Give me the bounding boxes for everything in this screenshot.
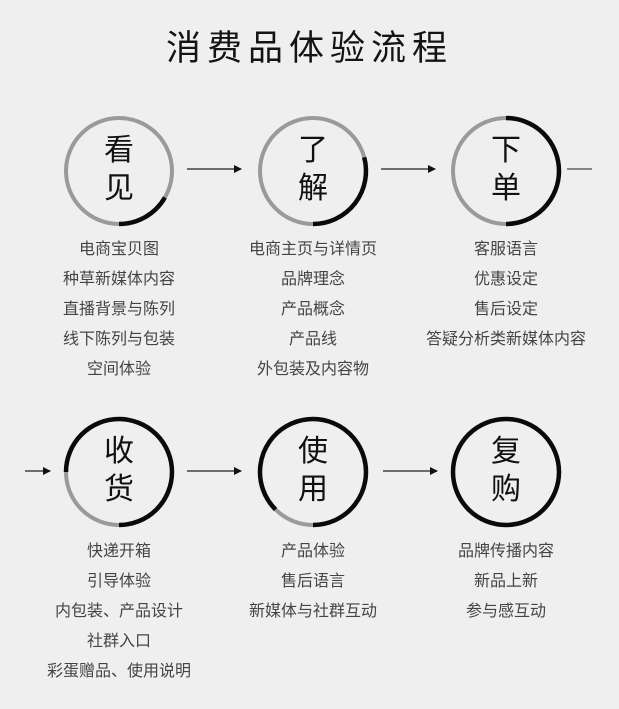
list-item: 空间体验 <box>86 359 151 378</box>
items-shouhuo: 快递开箱 引导体验 内包装、产品设计 社群入口 彩蛋赠品、使用说明 <box>19 536 219 686</box>
step-char: 使 <box>298 434 328 469</box>
items-fugou: 品牌传播内容 新品上新 参与感互动 <box>406 536 606 626</box>
list-item: 彩蛋赠品、使用说明 <box>46 661 191 680</box>
step-char: 单 <box>491 171 521 206</box>
items-kanjian: 电商宝贝图 种草新媒体内容 直播背景与陈列 线下陈列与包装 空间体验 <box>19 234 219 384</box>
step-char: 复 <box>491 434 521 469</box>
step-label-xiadan: 下 单 <box>476 132 536 208</box>
step-char: 购 <box>491 472 521 507</box>
ring-shouhuo <box>63 416 175 528</box>
step-label-shiyong: 使 用 <box>283 433 343 509</box>
step-label-shouhuo: 收 货 <box>89 433 149 509</box>
list-item: 新媒体与社群互动 <box>248 601 377 620</box>
list-item: 产品线 <box>288 329 337 348</box>
step-label-fugou: 复 购 <box>476 433 536 509</box>
step-label-liaojie: 了 解 <box>283 132 343 208</box>
list-item: 新品上新 <box>473 571 538 590</box>
list-item: 客服语言 <box>473 239 538 258</box>
step-char: 用 <box>298 472 328 507</box>
list-item: 电商主页与详情页 <box>248 239 377 258</box>
list-item: 答疑分析类新媒体内容 <box>425 329 586 348</box>
list-item: 社群入口 <box>86 631 151 650</box>
list-item: 引导体验 <box>86 571 151 590</box>
list-item: 产品体验 <box>280 541 345 560</box>
ring-fugou <box>450 416 562 528</box>
step-char: 货 <box>104 472 134 507</box>
ring-shiyong <box>257 416 369 528</box>
step-label-kanjian: 看 见 <box>89 132 149 208</box>
list-item: 内包装、产品设计 <box>54 601 183 620</box>
step-char: 了 <box>298 133 328 168</box>
items-liaojie: 电商主页与详情页 品牌理念 产品概念 产品线 外包装及内容物 <box>213 234 413 384</box>
step-char: 解 <box>298 171 328 206</box>
step-char: 见 <box>104 171 134 206</box>
list-item: 种草新媒体内容 <box>62 269 175 288</box>
step-char: 看 <box>104 133 134 168</box>
page-title: 消费品体验流程 <box>165 29 453 69</box>
ring-kanjian <box>64 116 174 227</box>
step-char: 下 <box>491 133 521 168</box>
list-item: 快递开箱 <box>86 541 151 560</box>
list-item: 线下陈列与包装 <box>62 329 175 348</box>
list-item: 售后设定 <box>473 299 538 318</box>
list-item: 直播背景与陈列 <box>62 299 175 318</box>
list-item: 售后语言 <box>280 571 345 590</box>
ring-xiadan <box>451 115 562 227</box>
ring-liaojie <box>258 116 369 227</box>
list-item: 电商宝贝图 <box>78 239 159 258</box>
list-item: 产品概念 <box>280 299 345 318</box>
items-shiyong: 产品体验 售后语言 新媒体与社群互动 <box>213 536 413 626</box>
list-item: 品牌传播内容 <box>457 541 554 560</box>
list-item: 品牌理念 <box>280 269 345 288</box>
list-item: 参与感互动 <box>465 601 546 620</box>
items-xiadan: 客服语言 优惠设定 售后设定 答疑分析类新媒体内容 <box>406 234 606 354</box>
list-item: 外包装及内容物 <box>256 359 369 378</box>
step-char: 收 <box>104 434 134 469</box>
list-item: 优惠设定 <box>473 269 538 288</box>
